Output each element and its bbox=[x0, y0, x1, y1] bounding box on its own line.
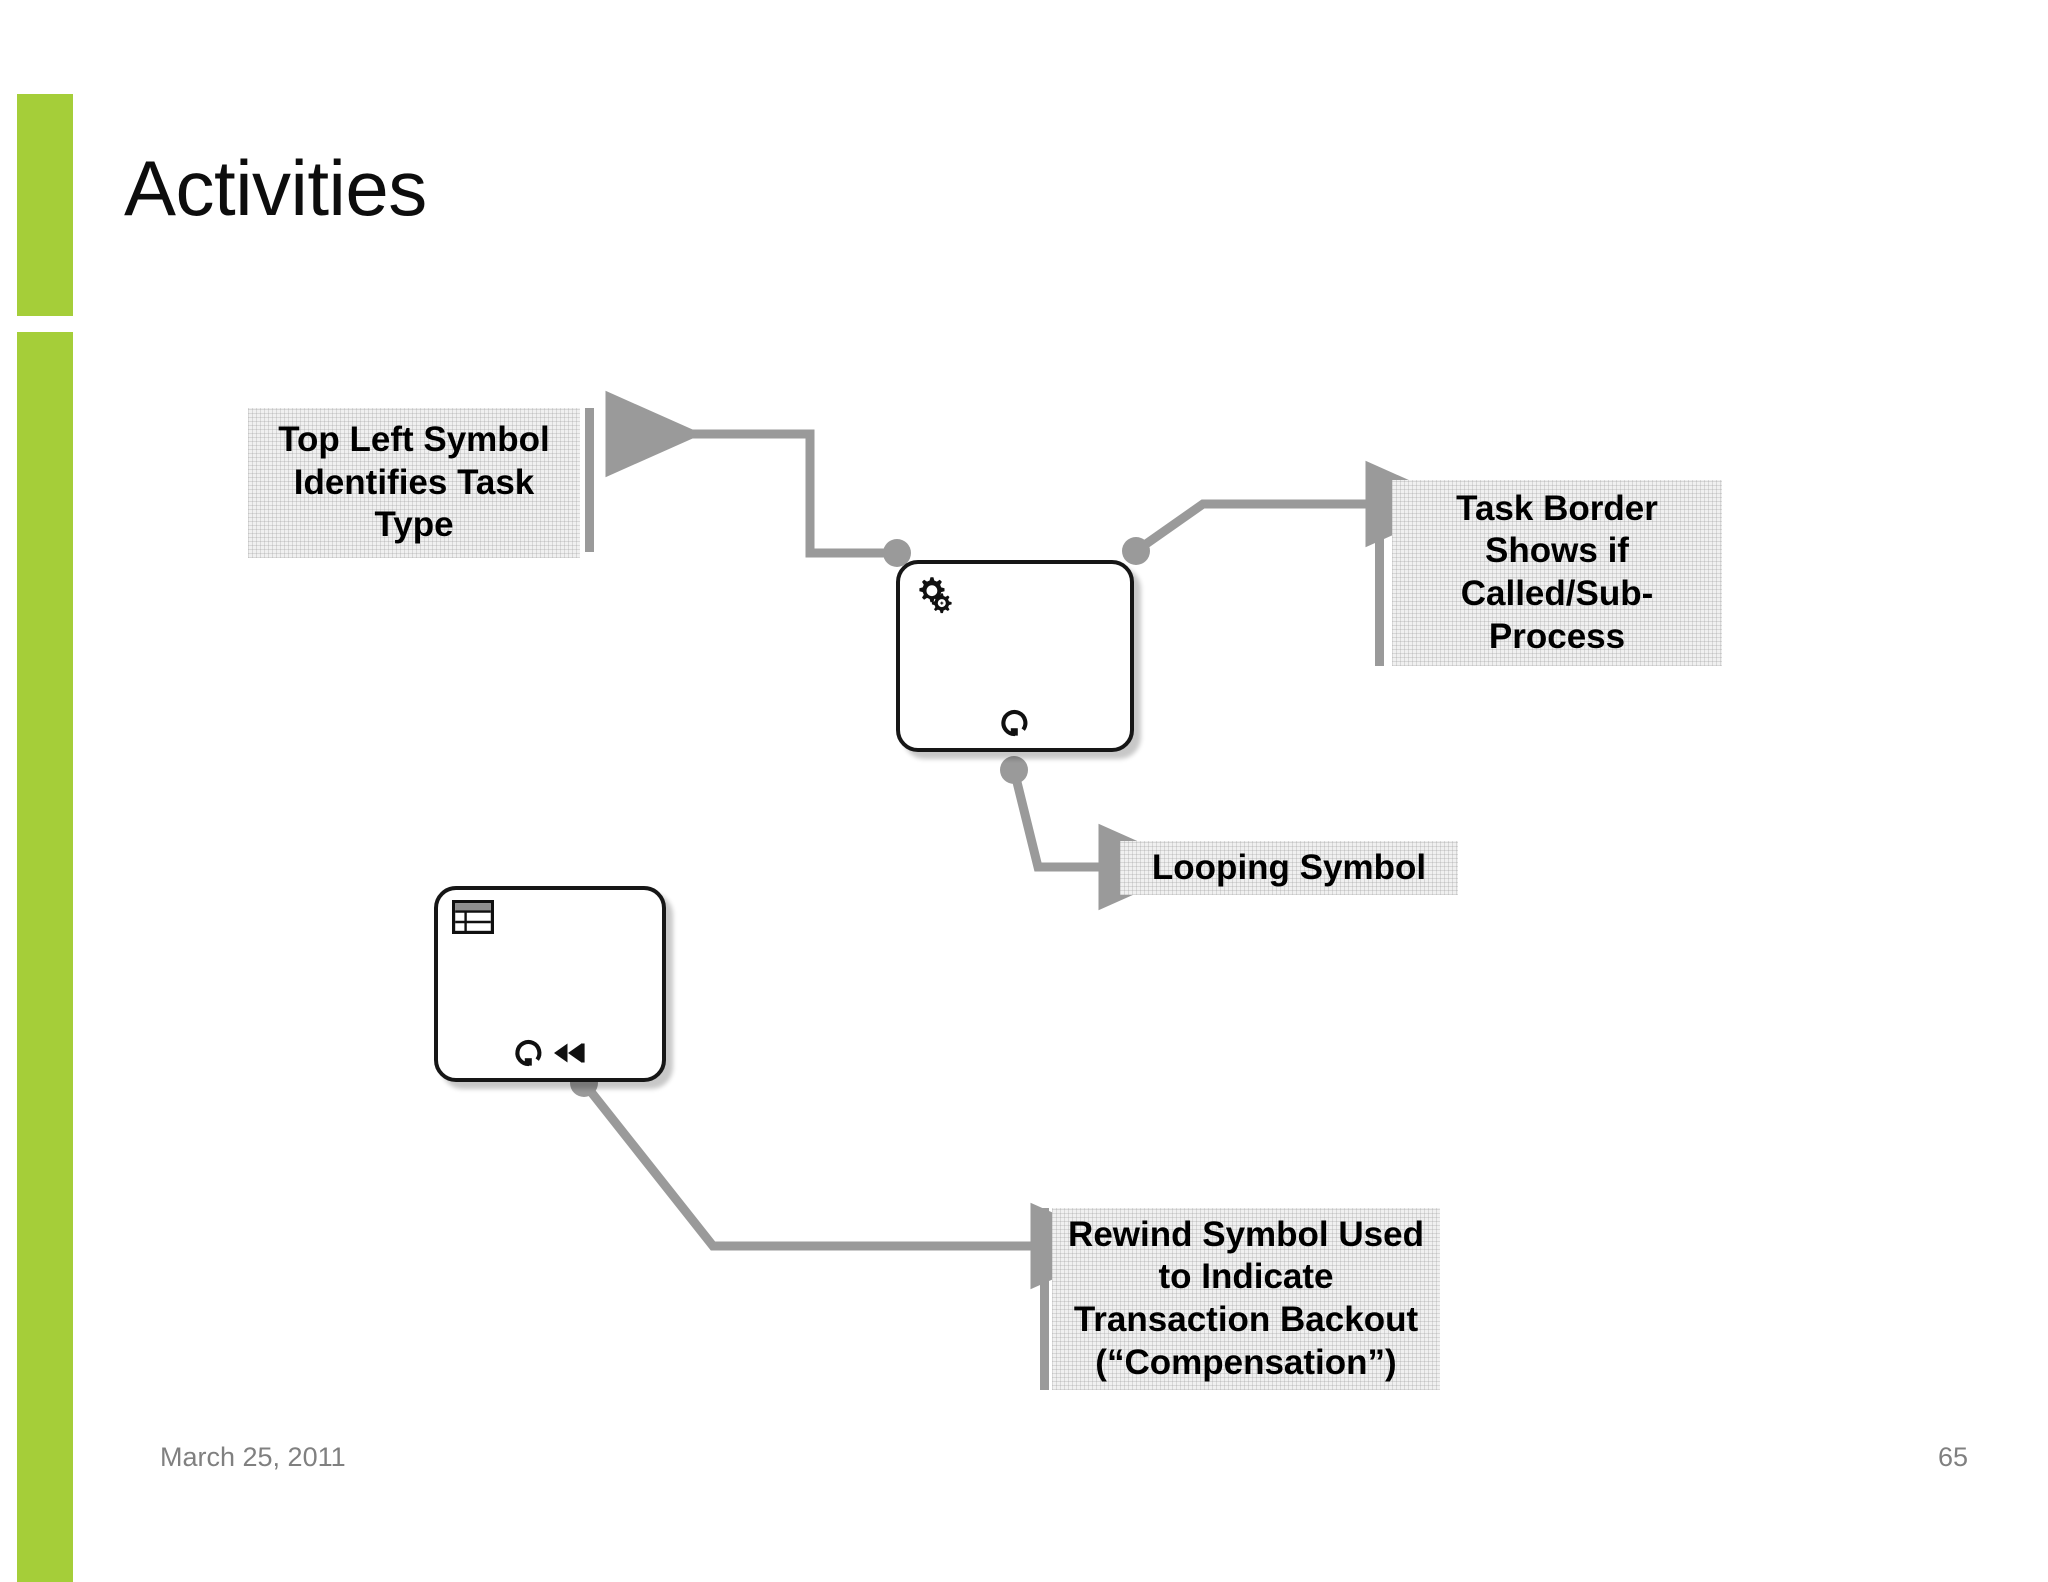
callout-task-border: Task Border Shows if Called/Sub-Process bbox=[1392, 480, 1722, 666]
callout-top-left-symbol-text: Top Left Symbol Identifies Task Type bbox=[278, 419, 550, 545]
accent-bar-bottom bbox=[17, 332, 73, 1582]
callout-rewind-symbol-text: Rewind Symbol Used to Indicate Transacti… bbox=[1068, 1214, 1424, 1382]
callout-top-left-symbol: Top Left Symbol Identifies Task Type bbox=[248, 408, 580, 558]
callout-task-border-text: Task Border Shows if Called/Sub-Process bbox=[1456, 488, 1658, 656]
footer-page-number: 65 bbox=[1938, 1442, 1969, 1472]
anchor-bar-rewind-symbol bbox=[1040, 1208, 1049, 1390]
anchor-bar-task-border bbox=[1375, 480, 1384, 666]
task-bottom-markers bbox=[438, 1037, 662, 1074]
connector-top-left-symbol bbox=[605, 390, 911, 567]
rewind-marker-icon bbox=[549, 1037, 587, 1074]
page-title: Activities bbox=[124, 144, 427, 232]
task-bottom-markers bbox=[900, 707, 1130, 744]
connector-looping-symbol bbox=[1000, 756, 1196, 911]
bpmn-task-business-rule[interactable] bbox=[434, 886, 666, 1082]
callout-looping-symbol: Looping Symbol bbox=[1120, 841, 1458, 895]
footer-date: March 25, 2011 bbox=[160, 1442, 346, 1472]
connector-rewind-symbol bbox=[570, 1069, 1128, 1290]
callout-rewind-symbol: Rewind Symbol Used to Indicate Transacti… bbox=[1052, 1208, 1440, 1390]
table-icon bbox=[452, 900, 494, 939]
accent-bar-top bbox=[17, 94, 73, 316]
bpmn-task-service[interactable] bbox=[896, 560, 1134, 752]
loop-marker-icon bbox=[513, 1037, 545, 1074]
anchor-bar-top-left-symbol bbox=[585, 408, 594, 552]
connector-task-border bbox=[1122, 460, 1463, 565]
anchor-bar-looping-symbol bbox=[1108, 836, 1117, 900]
loop-marker-icon bbox=[999, 707, 1031, 744]
gears-icon bbox=[914, 574, 958, 623]
callout-looping-symbol-text: Looping Symbol bbox=[1151, 847, 1427, 887]
